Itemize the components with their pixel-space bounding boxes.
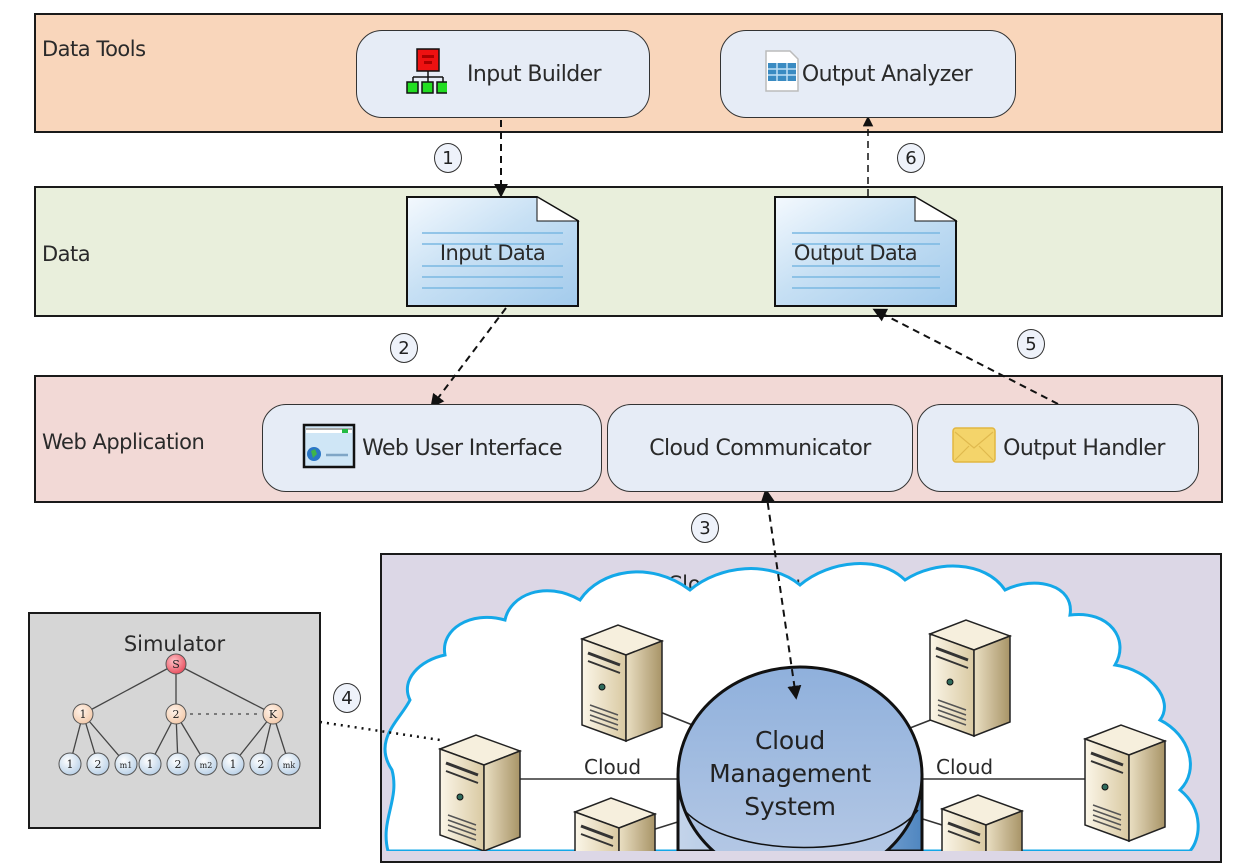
svg-text:m1: m1 [120,761,133,770]
server-icon [1083,723,1167,843]
step-marker-2: 2 [390,333,418,363]
simulator-leaf-node: 1 [58,752,82,776]
input-data-document-icon [406,196,580,307]
simulator-level1-node: 1 [72,703,94,725]
web-user-interface-label: Web User Interface [362,435,562,461]
simulator-leaf-node: 1 [221,752,245,776]
simulator-leaf-node: mk [277,752,301,776]
simulator-leaf-node: 2 [166,752,190,776]
input-builder-label: Input Builder [467,61,602,87]
edge-label-left: Cloud [584,755,642,779]
simulator-tree-edge [82,663,177,715]
cms-label-line1: Cloud [755,726,825,755]
svg-text:2: 2 [258,758,265,771]
simulator-tree-edge [175,663,274,715]
envelope-icon [951,426,997,470]
output-data-document-icon [774,196,958,307]
output-analyzer-label: Output Analyzer [801,61,973,87]
flow-arrow-2 [430,307,507,409]
output-data-document[interactable]: Output Data [775,197,956,306]
spreadsheet-icon [764,49,800,99]
output-handler-node[interactable]: Output Handler [917,404,1199,492]
simulator-leaf-node: m2 [194,752,218,776]
step-marker-5: 5 [1017,329,1045,359]
step-marker-6: 6 [897,143,925,173]
step-marker-3: 3 [691,513,719,543]
simulator-title: Simulator [123,632,226,656]
hierarchy-icon [405,47,449,101]
browser-window-icon [302,421,356,475]
svg-text:S: S [172,658,180,671]
svg-text:2: 2 [173,708,180,721]
svg-text:2: 2 [95,758,102,771]
web-application-layer-label: Web Application [42,430,205,454]
simulator-root-node: S [165,653,187,675]
data-tools-layer-label: Data Tools [42,37,146,61]
cloud-communicator-label: Cloud Communicator [649,435,871,461]
cloud-management-system-node[interactable]: Cloud Management System [680,724,900,823]
input-data-document[interactable]: Input Data [407,197,578,306]
step-marker-4: 4 [333,683,361,713]
input-data-label: Input Data [439,241,546,265]
simulator-leaf-node: 2 [249,752,273,776]
flow-arrow-5 [872,308,1059,405]
server-icon [438,733,522,851]
simulator-level1-node: K [262,703,284,725]
step-marker-1: 1 [434,143,462,173]
simulator-level1-node: 2 [165,703,187,725]
cms-label-line3: System [744,792,836,821]
data-layer: Data [34,186,1223,317]
output-handler-label: Output Handler [1003,435,1165,461]
web-user-interface-node[interactable]: Web User Interface [262,404,602,492]
svg-text:1: 1 [67,758,74,771]
server-icon [928,618,1012,738]
simulator-leaf-node: 2 [86,752,110,776]
edge-label-right: Cloud [936,755,994,779]
svg-text:1: 1 [80,708,87,721]
server-icon [580,623,664,743]
svg-text:1: 1 [147,758,154,771]
input-builder-node[interactable]: Input Builder [356,30,650,118]
output-analyzer-node[interactable]: Output Analyzer [720,30,1016,118]
svg-text:K: K [269,708,278,721]
data-layer-label: Data [42,242,91,266]
output-data-label: Output Data [793,241,918,265]
simulator-leaf-node: 1 [138,752,162,776]
cms-label-line2: Management [709,759,871,788]
simulator-tree: S 1 2 K 1 2 m1 1 2 m2 1 2 mk [58,653,301,776]
flow-arrow-3 [760,488,802,700]
svg-text:mk: mk [283,761,296,770]
simulator-panel[interactable]: Simulator S 1 2 K 1 2 m1 1 2 m2 1 2 mk [28,612,321,829]
simulator-leaf-node: m1 [114,752,138,776]
svg-text:2: 2 [175,758,182,771]
cloud-management-system-icon [676,665,924,851]
svg-text:m2: m2 [200,761,213,770]
svg-text:1: 1 [230,758,237,771]
cloud-communicator-node[interactable]: Cloud Communicator [607,404,913,492]
